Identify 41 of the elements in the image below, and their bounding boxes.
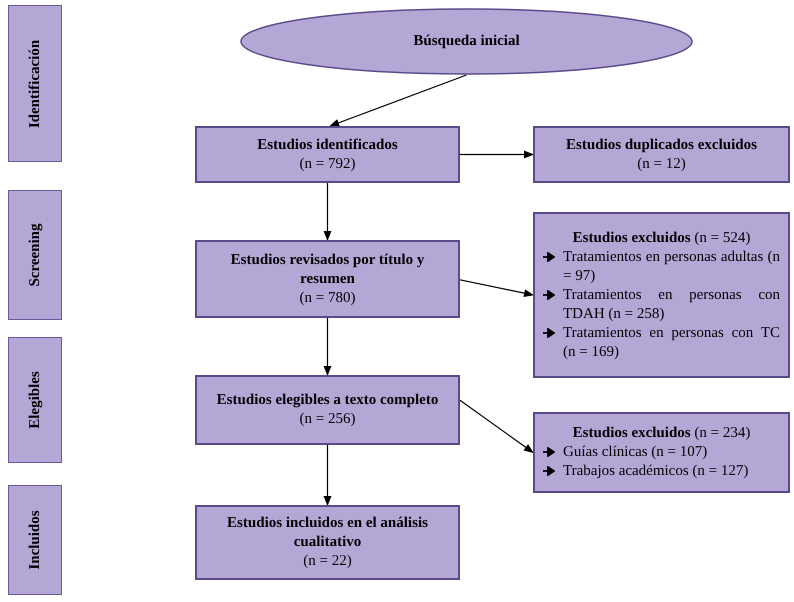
box-heading: Estudios excluidos (n = 234) <box>572 424 752 443</box>
stage-label: Elegibles <box>26 371 44 429</box>
exclusion-box <box>533 412 790 493</box>
arrow <box>324 183 332 241</box>
stage-band <box>8 337 62 463</box>
list-item: Tratamientos en personas adultas (n = 97) <box>563 248 780 286</box>
stage-band <box>8 485 62 595</box>
arrow <box>460 279 534 298</box>
box-heading: Estudios elegibles a texto completo <box>216 391 438 410</box>
list-item: Trabajos académicos (n = 127) <box>563 462 748 481</box>
arrow <box>460 400 534 454</box>
arrow <box>324 445 332 506</box>
stage-label: Incluidos <box>26 510 44 570</box>
stage-band <box>8 5 62 162</box>
box-heading: Estudios identificados <box>257 136 398 154</box>
box-heading: Estudios excluidos (n = 524) <box>572 228 752 248</box>
stage-label: Identificación <box>26 39 44 128</box>
node-text: Búsqueda inicial <box>413 32 520 52</box>
arrow <box>460 150 534 158</box>
box-heading: Estudios revisados por título y resumen <box>230 250 426 288</box>
list-item: Guías clínicas (n = 107) <box>563 443 708 462</box>
exclusion-box <box>533 212 790 378</box>
count-text: (n = 792) <box>300 154 356 174</box>
start-ellipse <box>240 8 693 75</box>
process-box <box>195 240 460 318</box>
count-text: (n = 256) <box>300 410 356 429</box>
process-box <box>195 126 460 183</box>
stage-label: Screening <box>26 223 44 287</box>
box-heading: Estudios duplicados excluidos <box>566 136 757 154</box>
box-heading: Estudios incluidos en el análisis cualitativo <box>226 514 429 552</box>
list-item: Tratamientos en personas con TC (n = 169) <box>563 324 780 362</box>
arrow <box>324 318 332 376</box>
arrow <box>329 74 467 127</box>
count-text: (n = 22) <box>303 552 352 571</box>
process-box <box>195 375 460 445</box>
process-box <box>195 505 460 580</box>
stage-band <box>8 190 62 320</box>
process-box <box>533 126 790 183</box>
list-item: Tratamientos en personas con TDAH (n = 258) <box>563 286 780 324</box>
count-text: (n = 12) <box>637 154 686 174</box>
count-text: (n = 780) <box>300 288 356 308</box>
